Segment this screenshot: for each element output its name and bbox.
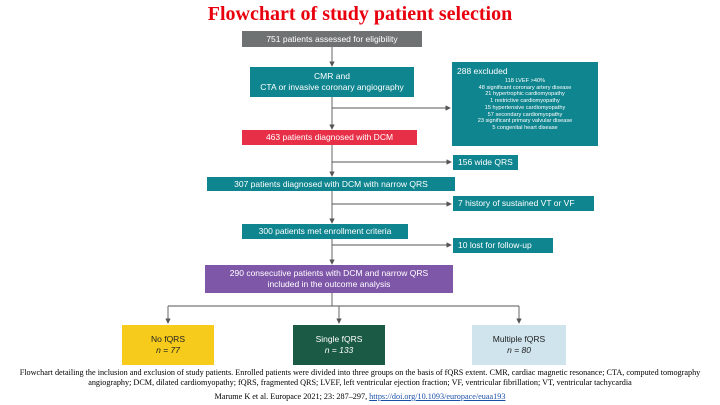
box-assessed: 751 patients assessed for eligibility <box>242 31 422 47</box>
imaging-line-2: CTA or invasive coronary angiography <box>260 82 404 92</box>
box-vt-vf: 7 history of sustained VT or VF <box>453 196 594 211</box>
box-outcome: 290 consecutive patients with DCM and na… <box>205 265 453 293</box>
doi-link[interactable]: https://doi.org/10.1093/europace/euaa193 <box>369 392 506 401</box>
group-count: n = 133 <box>324 345 354 355</box>
box-wide-qrs: 156 wide QRS <box>453 155 518 170</box>
page-title: Flowchart of study patient selection <box>207 3 513 25</box>
exclusion-item: 1 restrictive cardiomyopathy <box>490 98 560 105</box>
group-count: n = 77 <box>156 345 180 355</box>
figure-caption: Flowchart detailing the inclusion and ex… <box>19 368 701 387</box>
outcome-line-2: included in the outcome analysis <box>267 279 391 289</box>
citation-text: Marume K et al. Europace 2021; 23: 287–2… <box>214 392 368 401</box>
group-multiple-fqrs: Multiple fQRS n = 80 <box>472 325 566 365</box>
exclusions-header: 288 excluded <box>457 66 508 76</box>
group-label: No fQRS <box>150 333 185 344</box>
box-dcm: 463 patients diagnosed with DCM <box>242 130 417 145</box>
box-lost: 10 lost for follow-up <box>453 238 553 253</box>
imaging-line-1: CMR and <box>314 71 350 82</box>
exclusion-item: 5 congenital heart disease <box>492 124 558 131</box>
citation: Marume K et al. Europace 2021; 23: 287–2… <box>0 392 720 401</box>
box-imaging: CMR and CTA or invasive coronary angiogr… <box>250 67 414 97</box>
group-single-fqrs: Single fQRS n = 133 <box>293 325 385 365</box>
group-count: n = 80 <box>507 345 531 355</box>
exclusion-item: 23 significant primary valvular disease <box>477 118 573 125</box>
box-exclusions: 288 excluded 118 LVEF >40% 48 significan… <box>452 62 598 146</box>
exclusion-item: 118 LVEF >40% <box>504 78 546 84</box>
group-label: Multiple fQRS <box>492 333 546 344</box>
box-criteria: 300 patients met enrollment criteria <box>242 224 408 239</box>
exclusion-item: 15 hypertensive cardiomyopathy <box>484 104 566 111</box>
group-label: Single fQRS <box>315 333 363 344</box>
group-no-fqrs: No fQRS n = 77 <box>122 325 214 365</box>
exclusion-item: 57 secondary cardiomyopathy <box>487 111 563 118</box>
outcome-line-1: 290 consecutive patients with DCM and na… <box>229 268 429 279</box>
exclusion-item: 21 hypertrophic cardiomyopathy <box>485 91 565 98</box>
exclusion-item: 48 significant coronary artery disease <box>478 84 572 91</box>
box-narrow-qrs: 307 patients diagnosed with DCM with nar… <box>207 177 455 191</box>
